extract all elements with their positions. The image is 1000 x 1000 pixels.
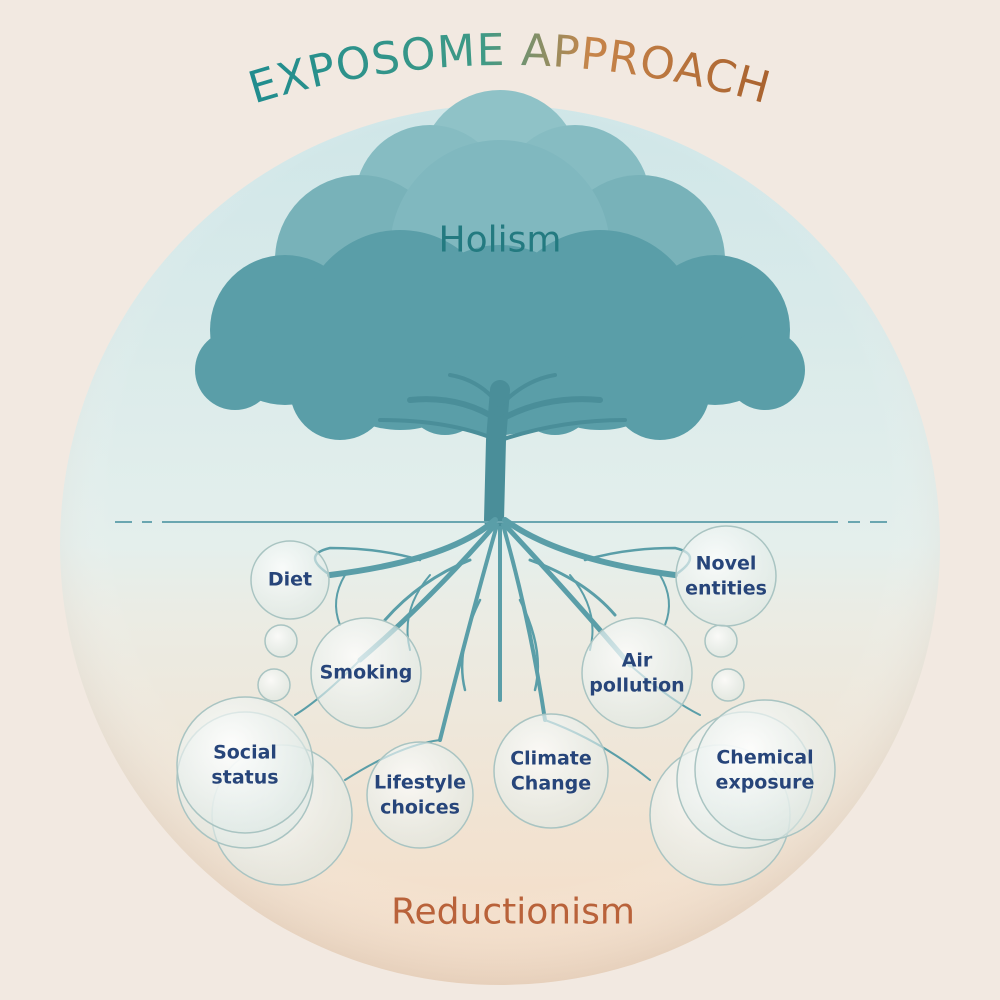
holism-label: Holism — [438, 219, 562, 261]
bubble-climate-change — [493, 713, 609, 829]
factor-bubbles — [176, 525, 836, 849]
bubble-social-status — [176, 696, 314, 834]
bubble-lifestyle-choices — [366, 741, 474, 849]
bubble-chemical-exposure — [694, 699, 836, 841]
reductionism-label: Reductionism — [391, 891, 635, 933]
factor-label-diet: Diet — [267, 568, 313, 591]
factor-label-air-pollution: Air pollution — [589, 649, 685, 696]
bubble-smoking — [310, 617, 422, 729]
bubble-diet — [250, 540, 330, 620]
factor-label-chemical-exposure: Chemical exposure — [715, 746, 815, 793]
factor-label-novel-entities: Novel entities — [685, 552, 767, 599]
bubble-novel-entities — [675, 525, 777, 627]
bubble-air-pollution — [581, 617, 693, 729]
tree-trunk — [378, 373, 627, 530]
tree-canopy — [195, 90, 805, 440]
factor-label-social-status: Social status — [211, 741, 279, 788]
factor-label-smoking: Smoking — [319, 661, 413, 684]
factor-label-climate-change: Climate Change — [510, 747, 592, 794]
factor-label-lifestyle-choices: Lifestyle choices — [374, 771, 466, 818]
